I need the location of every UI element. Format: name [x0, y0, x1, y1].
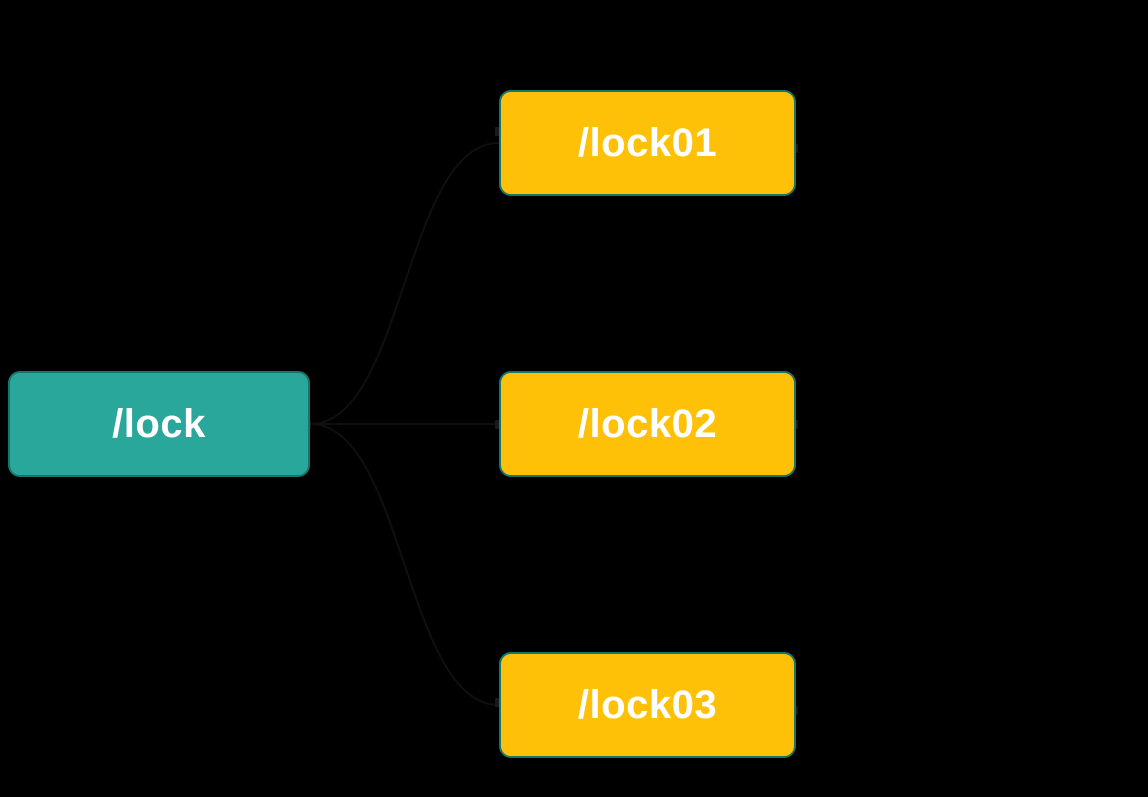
node-lock01: /lock01: [499, 90, 796, 196]
edge-lock-to-lock01: [309, 142, 500, 425]
node-lock02: /lock02: [499, 371, 796, 477]
node-label-lock: /lock: [112, 401, 206, 446]
node-label-lock01: /lock01: [577, 120, 718, 165]
node-lock: /lock: [8, 371, 310, 477]
node-label-lock03: /lock03: [577, 682, 718, 727]
node-lock03: /lock03: [499, 652, 796, 758]
node-label-lock02: /lock02: [577, 401, 718, 446]
edge-lock-to-lock03: [309, 423, 500, 706]
